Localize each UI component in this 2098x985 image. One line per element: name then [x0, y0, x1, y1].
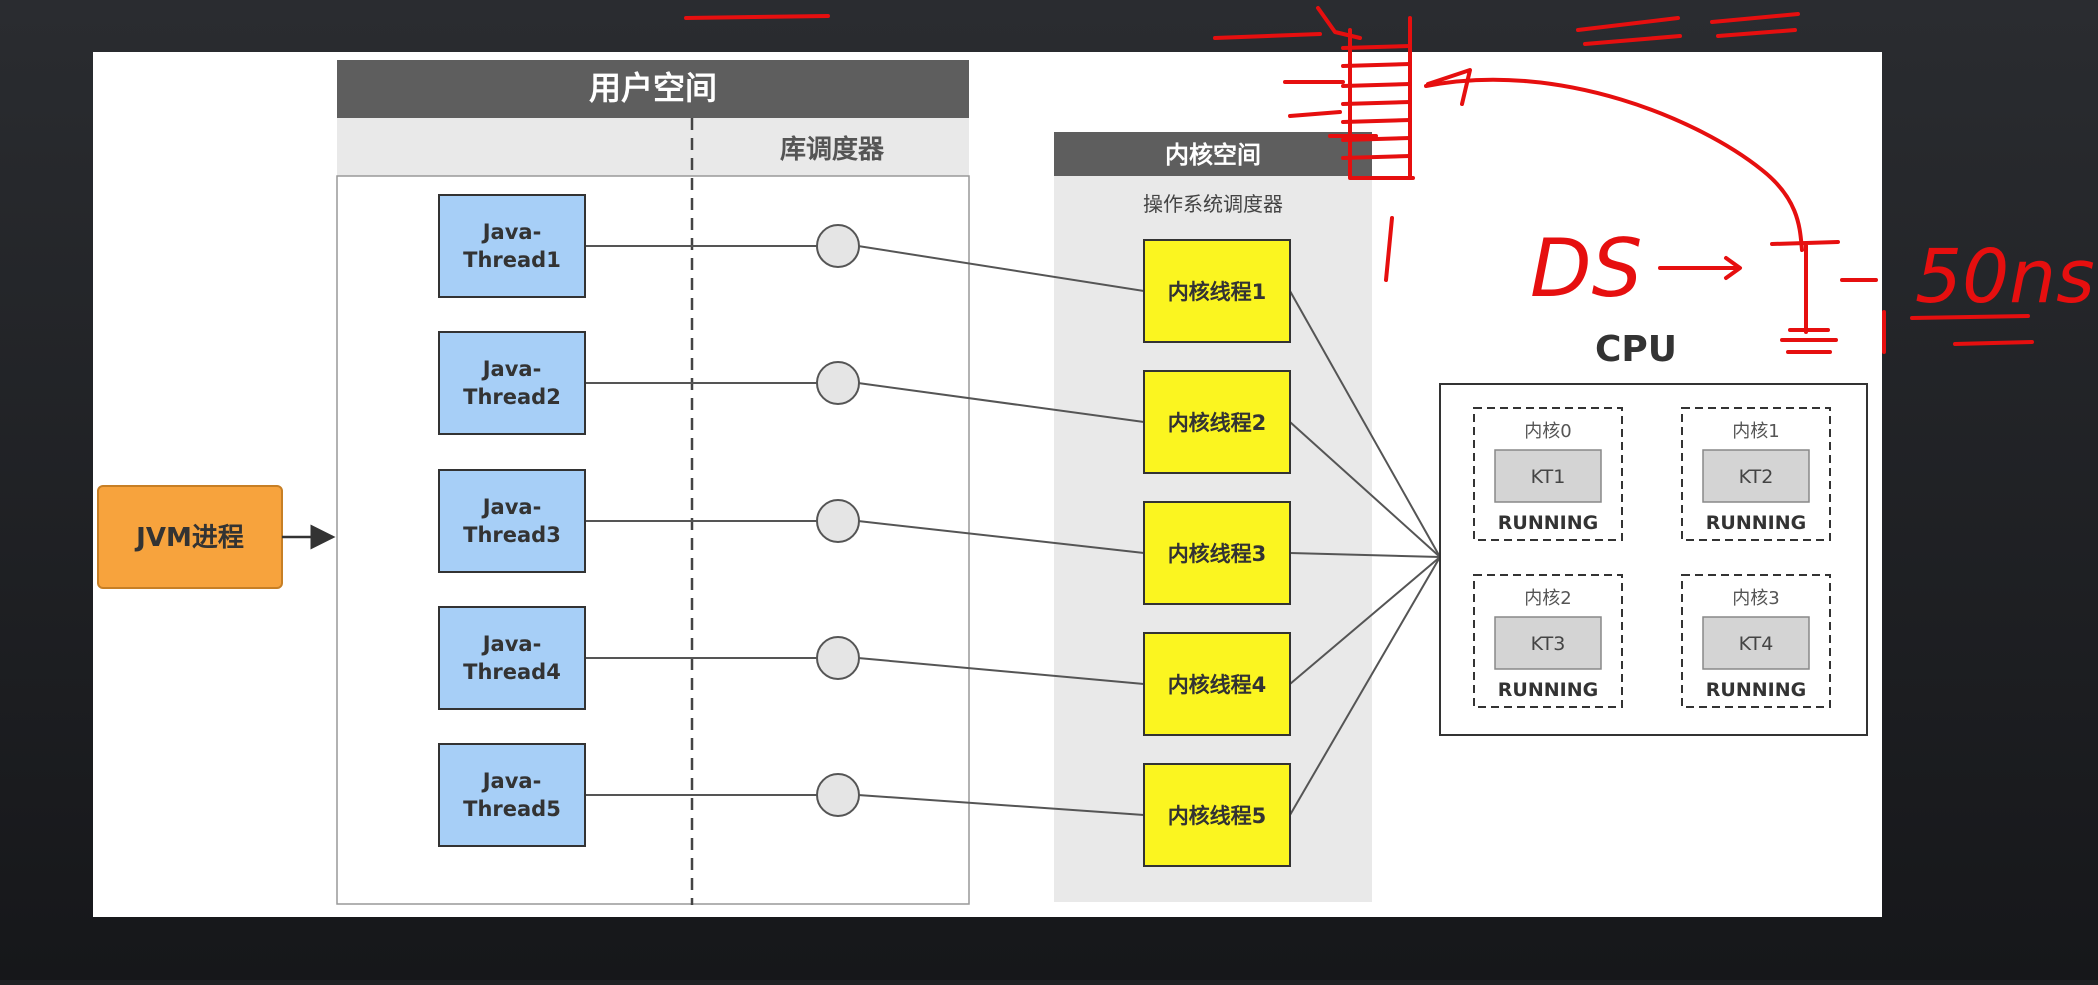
- core-thread-label: KT4: [1739, 633, 1774, 655]
- scribble-top-right: [1576, 12, 1800, 46]
- scheduler-node: [816, 361, 860, 405]
- stack-stem: [1384, 216, 1394, 282]
- core-thread-box: [1702, 449, 1810, 503]
- annotation-50ns: 50ns: [1915, 234, 2095, 320]
- core-thread-label: KT1: [1531, 466, 1566, 488]
- annotation-ds: DS: [1530, 222, 1642, 315]
- user-space-border: [336, 175, 970, 905]
- core-name: 内核1: [1732, 421, 1779, 442]
- scheduler-node: [816, 499, 860, 543]
- kernel-to-cpu-line: [1289, 556, 1441, 816]
- java-thread-box: [438, 606, 586, 710]
- user-space-header: [337, 60, 969, 118]
- user-space: 用户空间 库调度器: [336, 60, 970, 905]
- scheduler-to-kernel-line: [857, 382, 1145, 423]
- library-scheduler-label: 库调度器: [780, 134, 885, 165]
- scheduler-node: [816, 636, 860, 680]
- scribble-top-left: [684, 14, 830, 20]
- core-name: 内核3: [1732, 588, 1779, 609]
- scheduler-nodes: [816, 224, 860, 817]
- user-space-title: 用户空间: [589, 69, 717, 107]
- kernel-to-cpu-line: [1289, 556, 1441, 685]
- kernel-thread-box: [1143, 370, 1291, 474]
- underline-50ns: [1910, 314, 2034, 346]
- user-space-subheader: [337, 118, 969, 176]
- core-state: RUNNING: [1706, 512, 1806, 534]
- kernel-to-cpu-line: [1289, 552, 1441, 558]
- kernel-threads: 内核线程1 内核线程2 内核线程3 内核线程4 内核线程5: [1143, 239, 1291, 867]
- scheduler-to-kernel-line: [857, 657, 1145, 685]
- java-thread-label: Java-Thread3: [463, 495, 561, 547]
- kernel-thread-box: [1143, 501, 1291, 605]
- kernel-thread-label: 内核线程4: [1168, 673, 1267, 697]
- core-name: 内核0: [1524, 421, 1571, 442]
- kernel-space-title: 内核空间: [1165, 141, 1261, 169]
- connectors: [585, 245, 1441, 816]
- core-name: 内核2: [1524, 588, 1571, 609]
- core-state: RUNNING: [1706, 679, 1806, 701]
- kernel-thread-label: 内核线程1: [1168, 280, 1267, 304]
- handwritten-annotations: [684, 6, 2034, 354]
- cpu-title: CPU: [1595, 329, 1677, 370]
- stack-side-lines: [1283, 80, 1378, 138]
- kernel-thread-box: [1143, 763, 1291, 867]
- kernel-to-cpu-line: [1289, 290, 1441, 558]
- java-thread-label: Java-Thread1: [463, 220, 561, 272]
- kernel-thread-box: [1143, 632, 1291, 736]
- scheduler-node: [816, 773, 860, 817]
- kernel-to-cpu-line: [1289, 421, 1441, 558]
- java-thread-box: [438, 743, 586, 847]
- core-thread-box: [1702, 616, 1810, 670]
- java-thread-box: [438, 469, 586, 573]
- java-thread-label: Java-Thread4: [463, 632, 561, 684]
- jvm-process: JVM进程: [97, 485, 283, 589]
- cpu-cores: 内核0KT1RUNNING内核1KT2RUNNING内核2KT3RUNNING内…: [1473, 407, 1831, 708]
- scheduler-to-kernel-line: [857, 245, 1145, 292]
- node-drawing: [1770, 240, 1840, 354]
- core-thread-label: KT3: [1531, 633, 1566, 655]
- stack-lines: [1341, 44, 1412, 160]
- core-state: RUNNING: [1498, 679, 1598, 701]
- scribble-stack-top: [1213, 32, 1322, 40]
- core-state: RUNNING: [1498, 512, 1598, 534]
- kernel-thread-box: [1143, 239, 1291, 343]
- java-threads: Java-Thread1Java-Thread2Java-Thread3Java…: [438, 194, 586, 847]
- core-thread-box: [1494, 449, 1602, 503]
- curve-to-stack: [1424, 77, 1804, 252]
- node-side-marks: [1840, 278, 1886, 354]
- scheduler-to-kernel-line: [857, 794, 1145, 816]
- java-thread-box: [438, 194, 586, 298]
- kernel-thread-label: 内核线程3: [1168, 542, 1267, 566]
- kernel-thread-label: 内核线程2: [1168, 411, 1267, 435]
- arrow-head-stack: [1426, 68, 1472, 106]
- java-thread-label: Java-Thread5: [463, 769, 561, 821]
- scheduler-node: [816, 224, 860, 268]
- core-thread-label: KT2: [1739, 466, 1774, 488]
- os-scheduler-label: 操作系统调度器: [1143, 192, 1283, 216]
- arrow-ds-to-node: [1658, 256, 1742, 280]
- kernel-thread-label: 内核线程5: [1168, 804, 1267, 828]
- java-thread-label: Java-Thread2: [463, 357, 561, 409]
- java-thread-box: [438, 331, 586, 435]
- core-thread-box: [1494, 616, 1602, 670]
- scheduler-to-kernel-line: [857, 520, 1145, 554]
- kernel-space-header: [1054, 132, 1372, 176]
- jvm-process-label: JVM进程: [134, 523, 244, 553]
- cpu: CPU 内核0KT1RUNNING内核1KT2RUNNING内核2KT3RUNN…: [1439, 329, 1868, 736]
